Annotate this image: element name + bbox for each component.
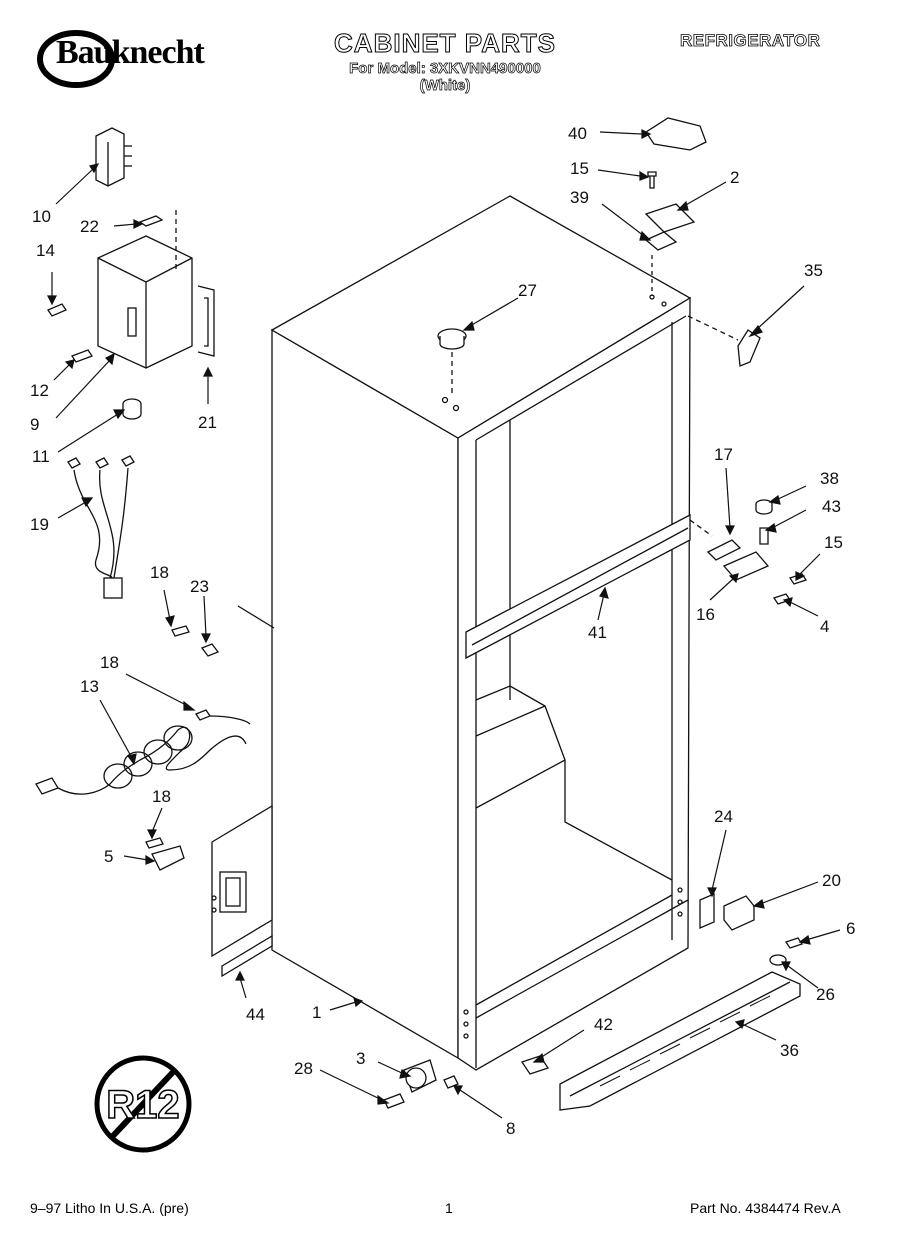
part-label-18-upper: 18 xyxy=(150,563,169,582)
footer-page-number: 1 xyxy=(445,1200,453,1216)
part-label-10: 10 xyxy=(32,207,51,226)
part-label-28: 28 xyxy=(294,1059,313,1078)
part-label-9: 9 xyxy=(30,415,39,434)
part-label-16: 16 xyxy=(696,605,715,624)
part-label-2: 2 xyxy=(730,168,739,187)
part-label-20: 20 xyxy=(822,871,841,890)
part-label-3: 3 xyxy=(356,1049,365,1068)
part-label-40: 40 xyxy=(568,124,587,143)
part-label-26: 26 xyxy=(816,985,835,1004)
brand-logo: Bauknecht xyxy=(56,34,205,71)
part-label-4: 4 xyxy=(820,617,829,636)
part-label-21: 21 xyxy=(198,413,217,432)
part-label-5: 5 xyxy=(104,847,113,866)
category-label: REFRIGERATOR xyxy=(680,31,821,51)
part-label-22: 22 xyxy=(80,217,99,236)
part-label-27: 27 xyxy=(518,281,537,300)
part-label-43: 43 xyxy=(822,497,841,516)
part-label-36: 36 xyxy=(780,1041,799,1060)
part-label-42: 42 xyxy=(594,1015,613,1034)
part-label-14: 14 xyxy=(36,241,55,260)
part-label-35: 35 xyxy=(804,261,823,280)
part-label-24: 24 xyxy=(714,807,733,826)
part-label-12: 12 xyxy=(30,381,49,400)
part-label-44: 44 xyxy=(246,1005,265,1024)
part-label-17: 17 xyxy=(714,445,733,464)
r12-badge-text: R12 xyxy=(106,1083,179,1127)
cabinet-body xyxy=(270,195,692,1071)
model-variant: (White) xyxy=(419,77,471,95)
part-label-15-right: 15 xyxy=(824,533,843,552)
model-line: For Model: 3XKVNN490000 xyxy=(349,60,541,78)
part-label-8: 8 xyxy=(506,1119,515,1138)
footer-print-info: 9–97 Litho In U.S.A. (pre) xyxy=(30,1200,189,1216)
part-label-19: 19 xyxy=(30,515,49,534)
brand-logo-oval xyxy=(37,30,115,88)
part-label-18-lower: 18 xyxy=(152,787,171,806)
page-title: CABINET PARTS xyxy=(334,28,556,59)
part-label-39: 39 xyxy=(570,188,589,207)
part-label-41: 41 xyxy=(588,623,607,642)
part-label-13: 13 xyxy=(80,677,99,696)
part-label-18-middle: 18 xyxy=(100,653,119,672)
footer-part-number: Part No. 4384474 Rev.A xyxy=(690,1200,841,1216)
r12-prohibited-badge: R12 xyxy=(94,1055,192,1153)
part-label-23: 23 xyxy=(190,577,209,596)
part-label-6: 6 xyxy=(846,919,855,938)
part-label-1: 1 xyxy=(312,1003,321,1022)
part-label-38: 38 xyxy=(820,469,839,488)
part-label-11: 11 xyxy=(32,447,50,466)
part-label-15-top: 15 xyxy=(570,159,589,178)
